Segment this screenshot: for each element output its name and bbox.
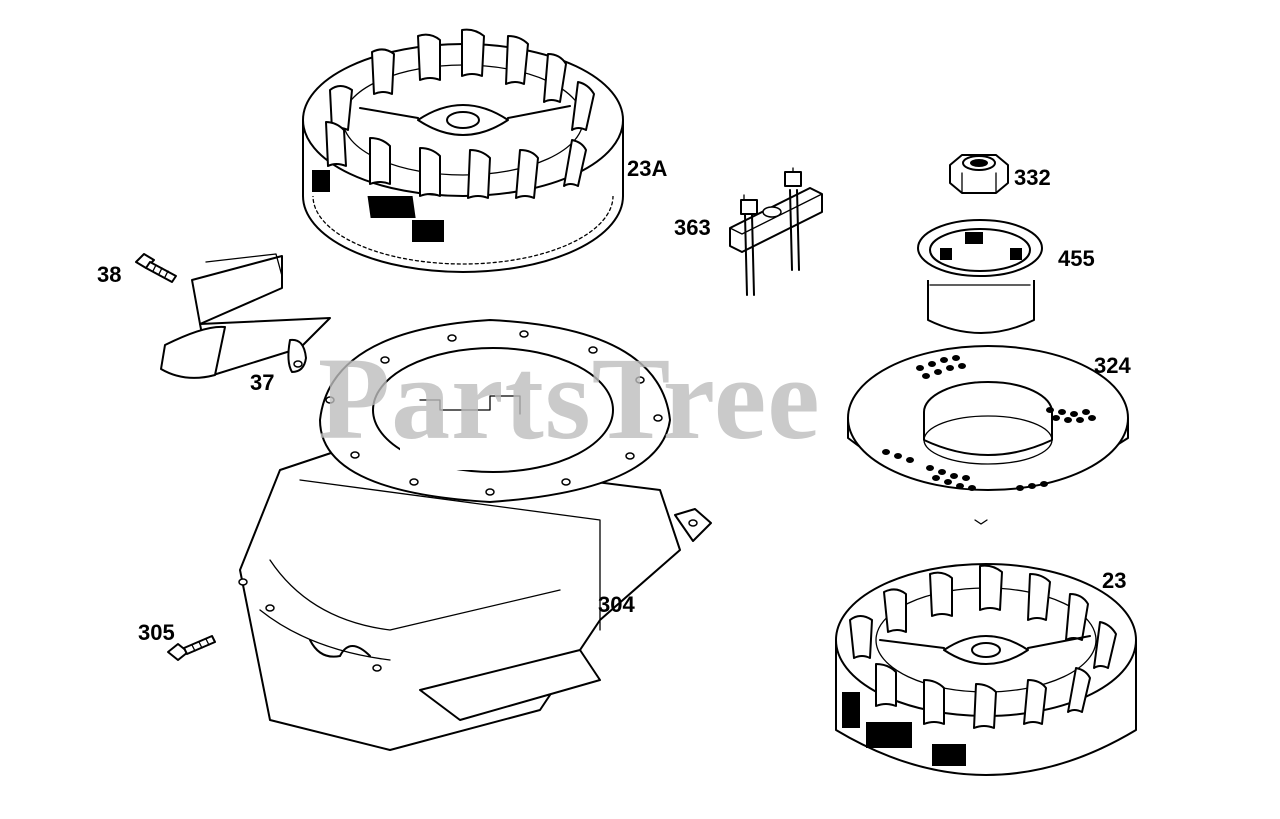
part-label-23a[interactable]: 23A (627, 156, 668, 181)
flywheel-23[interactable] (835, 563, 1137, 776)
screen-324[interactable] (847, 345, 1129, 525)
nut-332[interactable] (949, 154, 1009, 194)
part-label-455[interactable]: 455 (1058, 246, 1095, 271)
cup-455[interactable] (917, 219, 1043, 334)
guard-37[interactable] (160, 253, 331, 379)
screw-305[interactable] (167, 635, 216, 661)
part-label-23[interactable]: 23 (1102, 568, 1127, 593)
part-label-37[interactable]: 37 (250, 370, 275, 395)
part-label-332[interactable]: 332 (1014, 165, 1051, 190)
flywheel-23a[interactable] (302, 28, 624, 273)
screw-38[interactable] (135, 253, 177, 283)
part-label-363[interactable]: 363 (674, 215, 711, 240)
part-label-38[interactable]: 38 (97, 262, 122, 287)
part-label-324[interactable]: 324 (1094, 353, 1131, 378)
blower-housing-304[interactable] (238, 319, 712, 751)
part-label-305[interactable]: 305 (138, 620, 175, 645)
puller-363[interactable] (729, 167, 823, 296)
part-label-304[interactable]: 304 (598, 592, 635, 617)
